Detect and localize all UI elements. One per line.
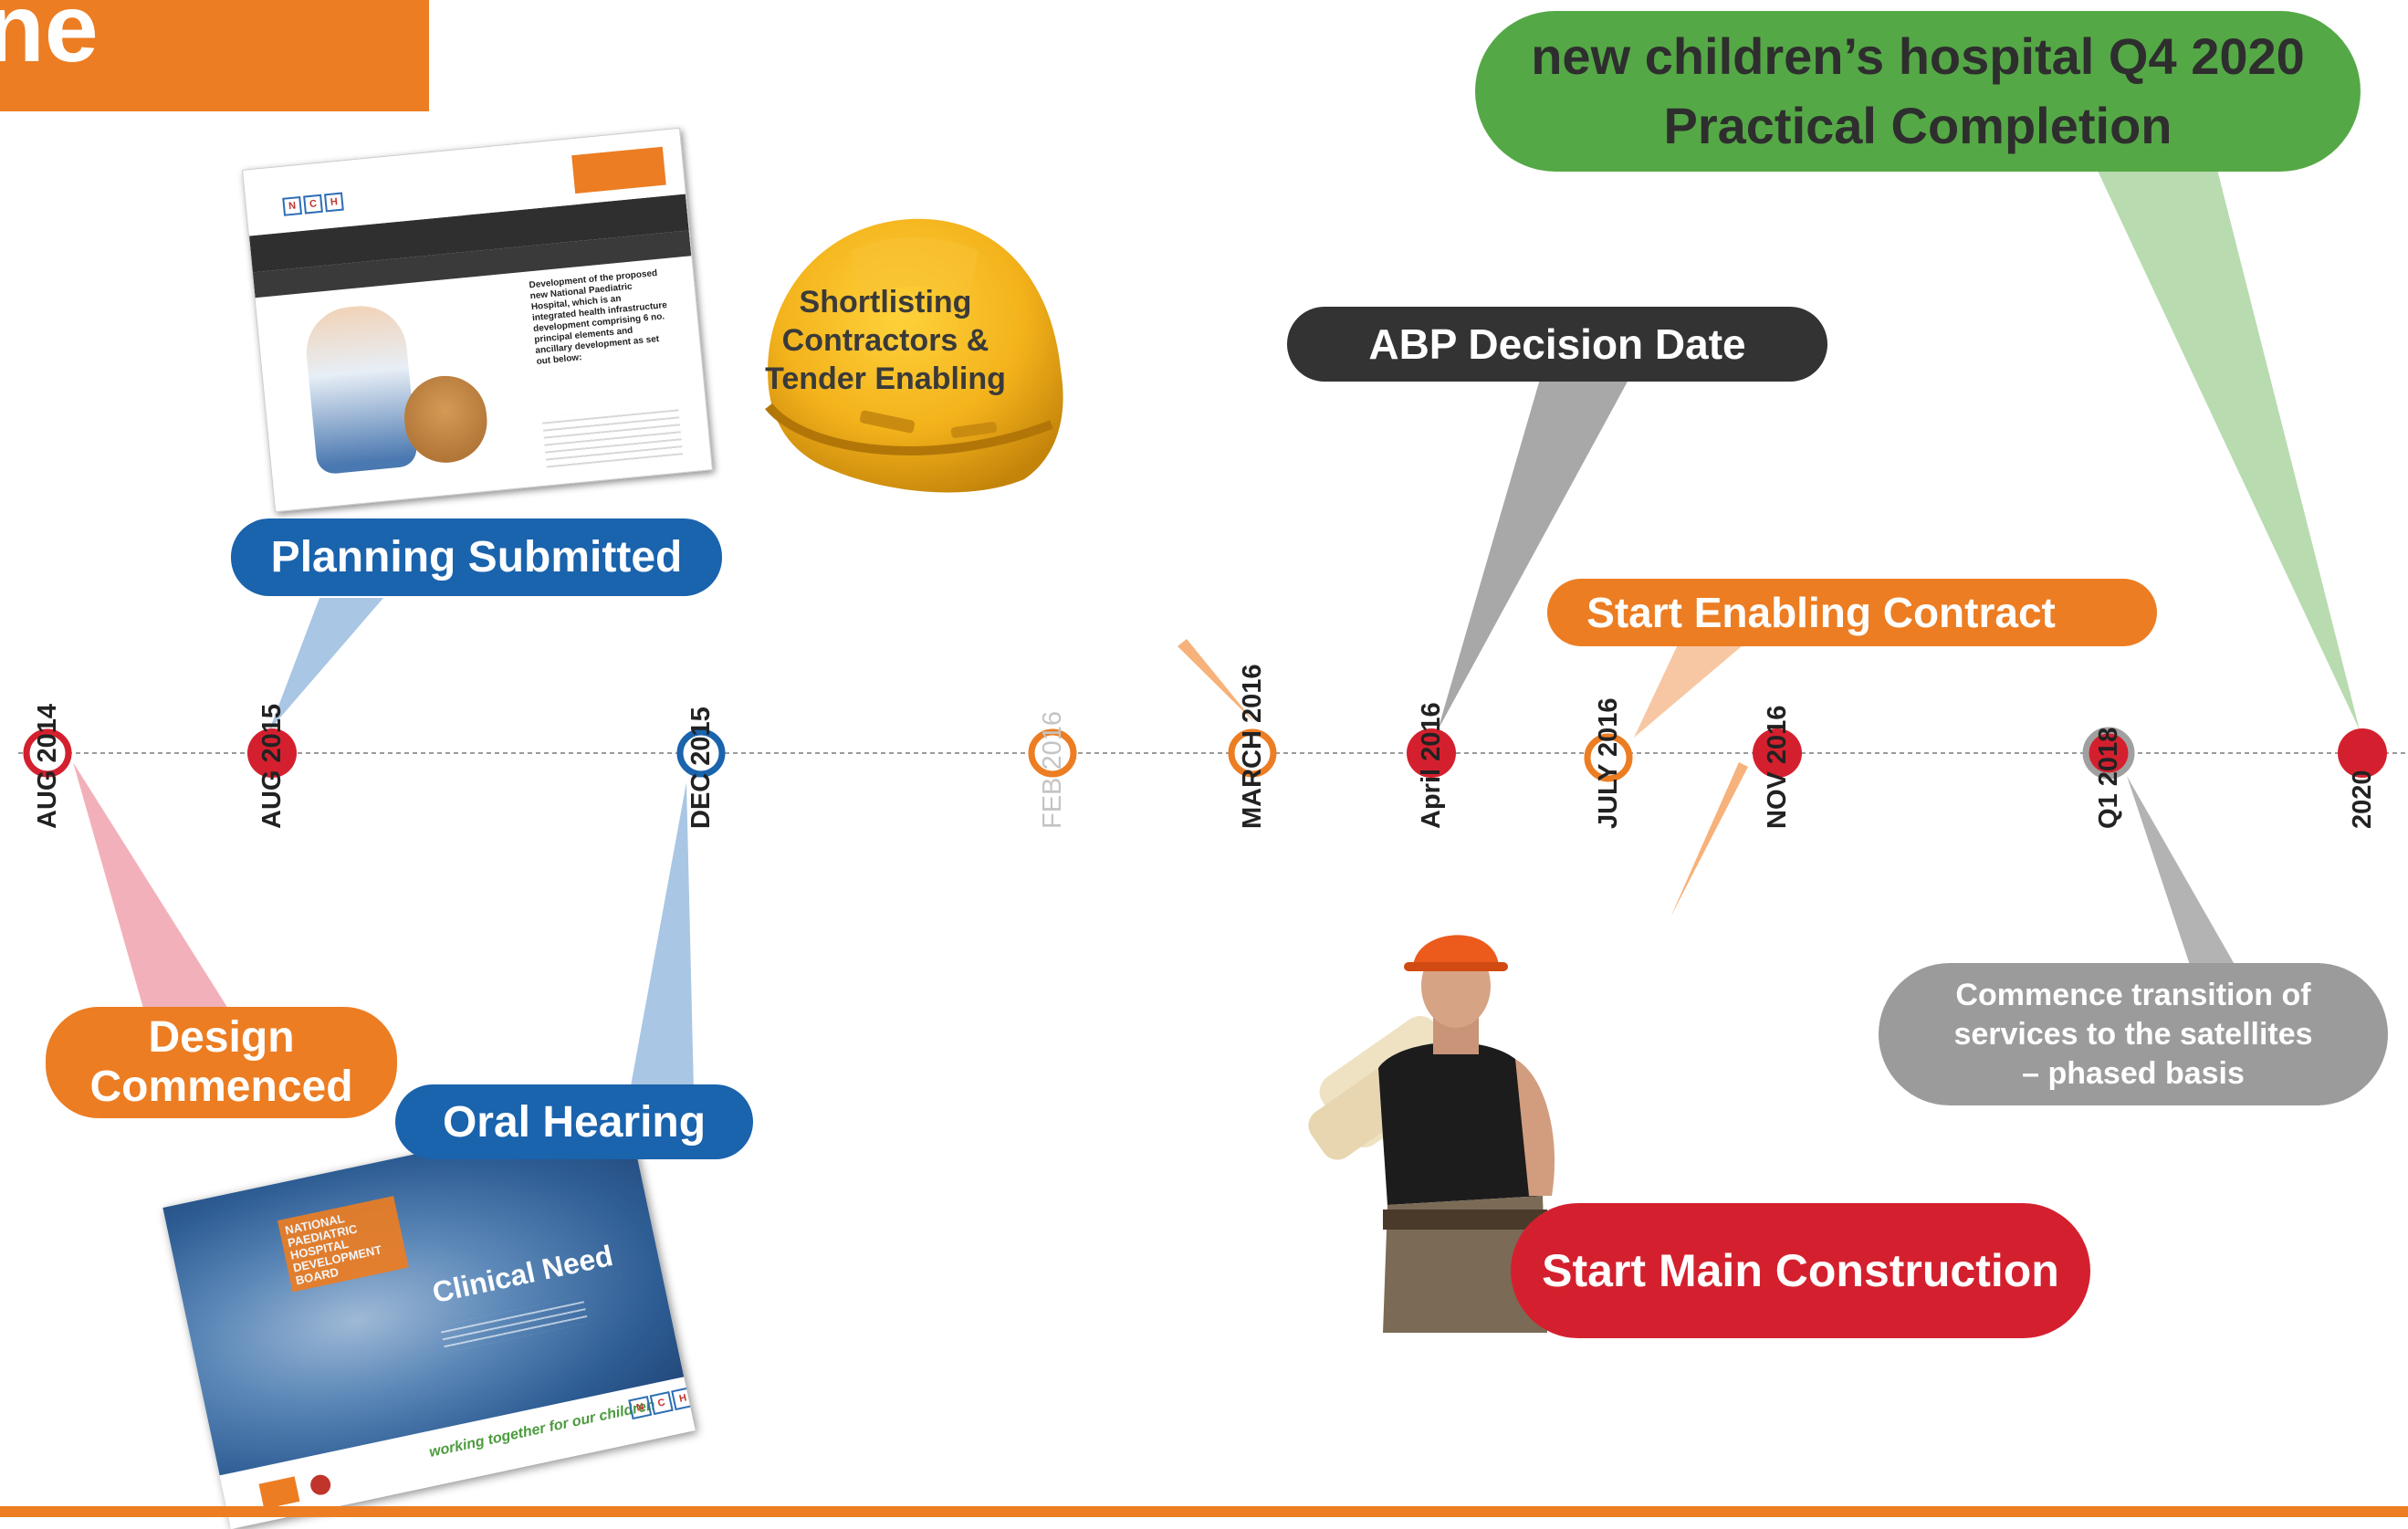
abp-decision-pill [1287,307,1827,382]
start-main-construction-label: Start Main Construction [1542,1245,2059,1296]
start-enabling-label: Start Enabling Contract [1586,589,2056,636]
completion-pill [1475,11,2361,172]
oral-hearing-pill [395,1084,753,1159]
nov-tick-tail [1670,762,1748,917]
milestone-date-label: JULY 2016 [1594,697,1623,829]
enabling-tail [1634,641,1748,738]
design-commenced-pill [46,1007,397,1118]
milestone-date-label: MARCH 2016 [1238,664,1267,830]
milestone-marker [1407,728,1456,778]
march-tick-tail [1178,639,1255,723]
milestone-marker [676,728,726,778]
milestone-marker [23,728,72,778]
title-banner: ne [0,0,429,111]
milestone-date-label: NOV 2016 [1763,705,1792,829]
milestone-marker [1028,728,1077,778]
transition-tail [2127,776,2236,968]
milestone-marker [2338,728,2387,778]
planning-tail [269,598,383,730]
design-commenced-label: Design Commenced [89,1013,353,1111]
completion-tail [2090,155,2360,730]
start-main-construction-pill [1511,1203,2090,1338]
milestone-marker [1228,728,1277,778]
transition-label: Commence transition of services to the s… [1953,977,2313,1091]
page-title: ne [0,0,99,82]
start-enabling-pill [1547,579,2157,646]
oral-hearing-label: Oral Hearing [442,1097,707,1147]
milestone-date-label: AUG 2014 [33,703,62,829]
abp-tail [1438,370,1634,730]
milestone-date-label: DEC 2015 [686,707,716,829]
abp-decision-label: ABP Decision Date [1368,320,1746,368]
transition-pill [1879,963,2388,1105]
milestone-date-label: Q1 2018 [2094,727,2123,829]
milestone-date-label: AUG 2015 [257,703,287,829]
construction-worker-image [1308,935,1555,1333]
milestone-marker [2082,727,2135,780]
milestone-date-label: FEB 2016 [1038,711,1067,829]
milestone-marker [1584,733,1633,782]
milestone-marker [1753,728,1802,778]
milestone-date-label: 2020 [2348,770,2377,829]
planning-submitted-pill [231,518,722,596]
design-tail [73,762,228,1018]
bottom-bar [0,1506,2408,1517]
shortlisting-label: Shortlisting Contractors & Tender Enabli… [765,285,1006,396]
oral-hearing-tail [630,782,694,1091]
milestone-date-label: April 2016 [1417,702,1446,829]
completion-label: new children’s hospital Q4 2020 Practica… [1531,27,2305,154]
hard-hat-image [765,218,1063,493]
milestone-marker [247,728,297,778]
planning-submitted-label: Planning Submitted [270,533,683,581]
